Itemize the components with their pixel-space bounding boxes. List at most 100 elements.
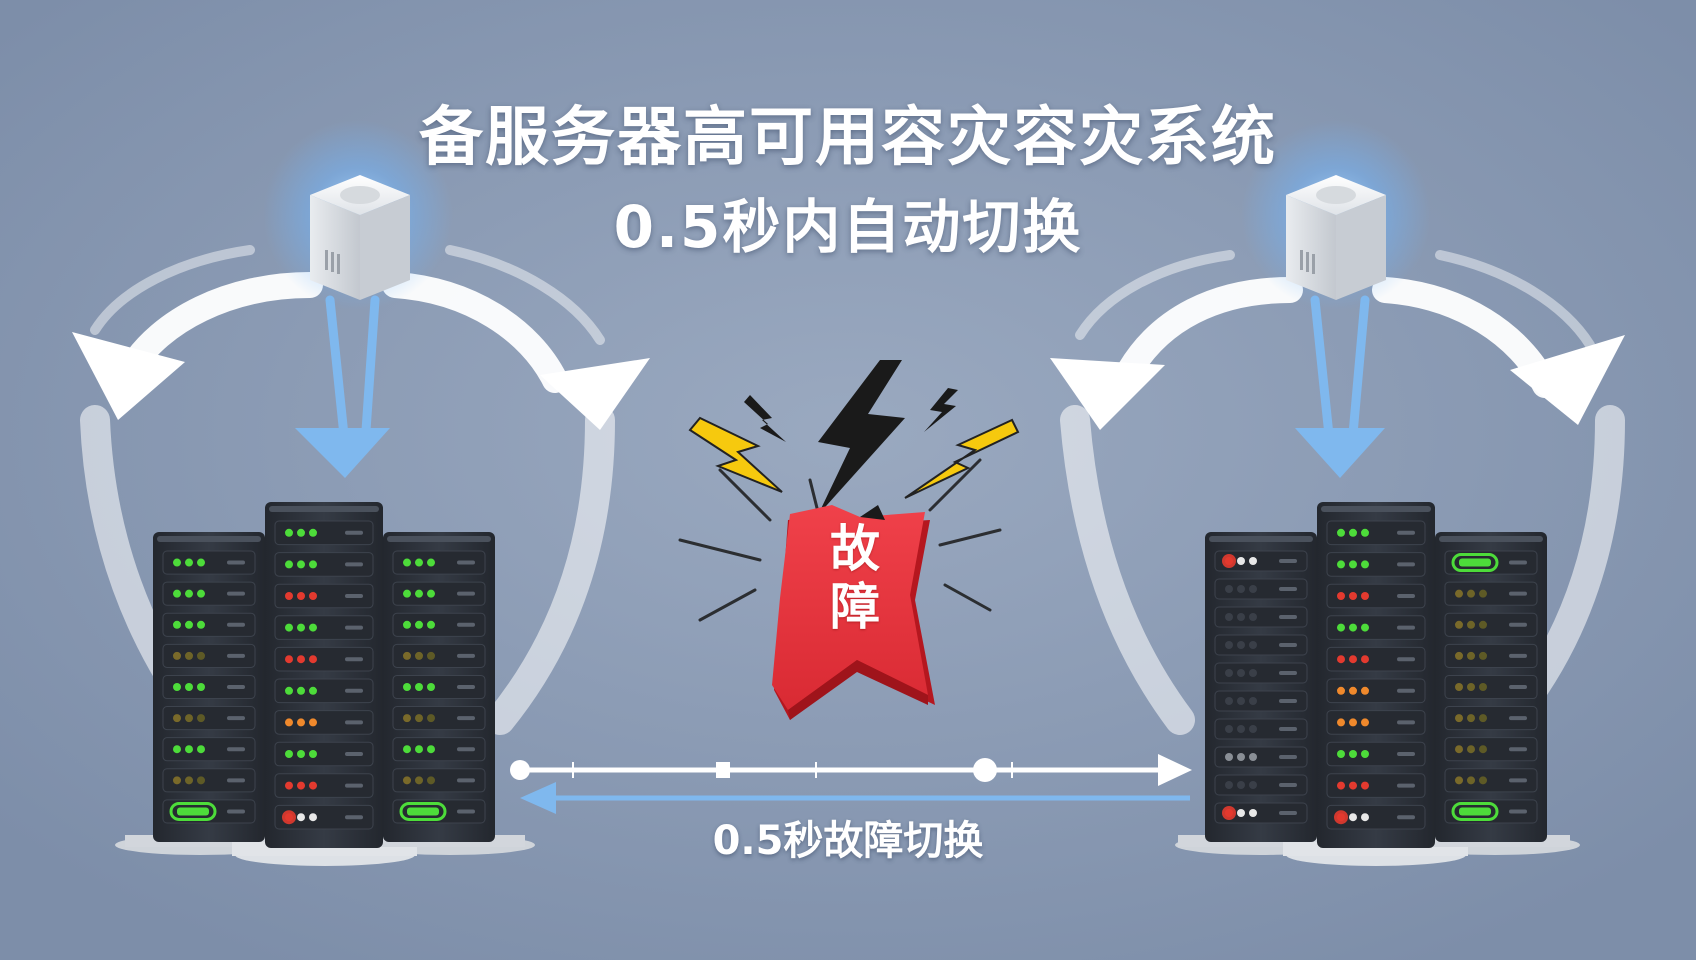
status-led — [1337, 560, 1345, 569]
rack-unit — [1214, 662, 1308, 684]
status-led — [1455, 683, 1463, 691]
status-led — [415, 714, 423, 723]
server-rack-icon — [1435, 532, 1547, 842]
status-led — [173, 558, 181, 567]
rack-unit — [162, 612, 256, 637]
status-led — [1349, 781, 1357, 790]
rack-unit — [274, 741, 374, 767]
status-led — [173, 714, 181, 723]
drive-slot — [227, 716, 245, 721]
rack-unit — [162, 581, 256, 606]
drive-slot — [1279, 811, 1297, 815]
status-led — [415, 620, 423, 629]
status-led — [1237, 613, 1245, 621]
status-led — [1237, 585, 1245, 593]
status-led — [415, 651, 423, 660]
drive-slot — [345, 625, 363, 630]
status-led — [185, 683, 193, 691]
drive-slot — [1509, 622, 1527, 627]
rack-unit — [1214, 774, 1308, 796]
status-led — [1225, 641, 1233, 649]
status-led — [1337, 623, 1345, 632]
status-led — [1467, 714, 1475, 723]
status-led — [1361, 592, 1369, 600]
down-arrowhead-icon — [1295, 428, 1385, 478]
status-led — [1249, 809, 1257, 817]
status-led — [427, 776, 435, 785]
down-arrow-icon — [1310, 295, 1370, 450]
drive-slot — [1279, 587, 1297, 591]
status-led — [1467, 683, 1475, 691]
status-led — [1237, 753, 1245, 761]
status-led — [285, 623, 293, 632]
status-led — [427, 620, 435, 629]
status-led — [1237, 697, 1245, 705]
status-led — [1479, 776, 1487, 785]
rack-unit — [392, 768, 486, 793]
status-led — [1467, 651, 1475, 660]
status-led — [1479, 745, 1487, 754]
rack-unit — [1444, 581, 1538, 606]
drive-slot — [345, 530, 363, 535]
rack-unit — [274, 520, 374, 546]
drive-slot — [227, 747, 245, 752]
status-led — [415, 776, 423, 785]
rack-unit — [1214, 606, 1308, 628]
status-led — [297, 813, 305, 822]
status-led — [1467, 776, 1475, 785]
drive-slot — [1279, 559, 1297, 563]
rack-unit — [392, 643, 486, 668]
status-led — [403, 745, 411, 754]
rack-unit — [162, 768, 256, 793]
title-line-2: 0.5秒内自动切换 — [613, 193, 1083, 261]
status-led — [185, 651, 193, 660]
status-led — [1225, 585, 1233, 593]
drive-slot — [457, 747, 475, 752]
status-led — [197, 620, 205, 629]
status-led — [285, 655, 293, 664]
drive-slot — [227, 591, 245, 596]
status-led — [297, 750, 305, 758]
drive-slot — [345, 562, 363, 567]
rack-unit — [1444, 737, 1538, 762]
battery-led — [169, 801, 217, 821]
drive-slot — [1279, 615, 1297, 619]
status-led — [415, 683, 423, 691]
status-led — [1225, 697, 1233, 705]
status-led — [403, 651, 411, 660]
status-led — [1249, 781, 1257, 789]
status-led — [1455, 776, 1463, 785]
lightning-bolt-icon — [744, 395, 786, 442]
status-led — [1349, 560, 1357, 569]
status-led — [1455, 620, 1463, 629]
drive-slot — [457, 685, 475, 689]
drive-slot — [1397, 625, 1415, 630]
rack-unit — [1326, 583, 1426, 609]
battery-led — [1451, 801, 1499, 821]
status-led — [1479, 620, 1487, 629]
status-led — [1225, 669, 1233, 677]
drive-slot — [345, 657, 363, 662]
status-led — [1225, 781, 1233, 789]
status-led — [427, 558, 435, 567]
right-cluster — [1050, 120, 1625, 866]
drive-slot — [1397, 657, 1415, 662]
drive-slot — [1279, 643, 1297, 647]
status-led — [1249, 557, 1257, 565]
status-led — [403, 683, 411, 691]
drive-slot — [457, 778, 475, 783]
status-led — [309, 623, 317, 632]
status-led — [309, 781, 317, 790]
status-led — [1237, 725, 1245, 733]
status-led — [197, 683, 205, 691]
arrowhead-icon — [1510, 335, 1625, 425]
rack-unit — [274, 552, 374, 577]
status-led — [185, 714, 193, 723]
status-led — [173, 745, 181, 754]
lightning-bolt-icon — [924, 388, 958, 432]
status-led — [1467, 745, 1475, 754]
drive-slot — [1279, 783, 1297, 787]
drive-slot — [227, 653, 245, 658]
server-rack-icon — [1317, 502, 1435, 848]
status-led — [285, 750, 293, 758]
